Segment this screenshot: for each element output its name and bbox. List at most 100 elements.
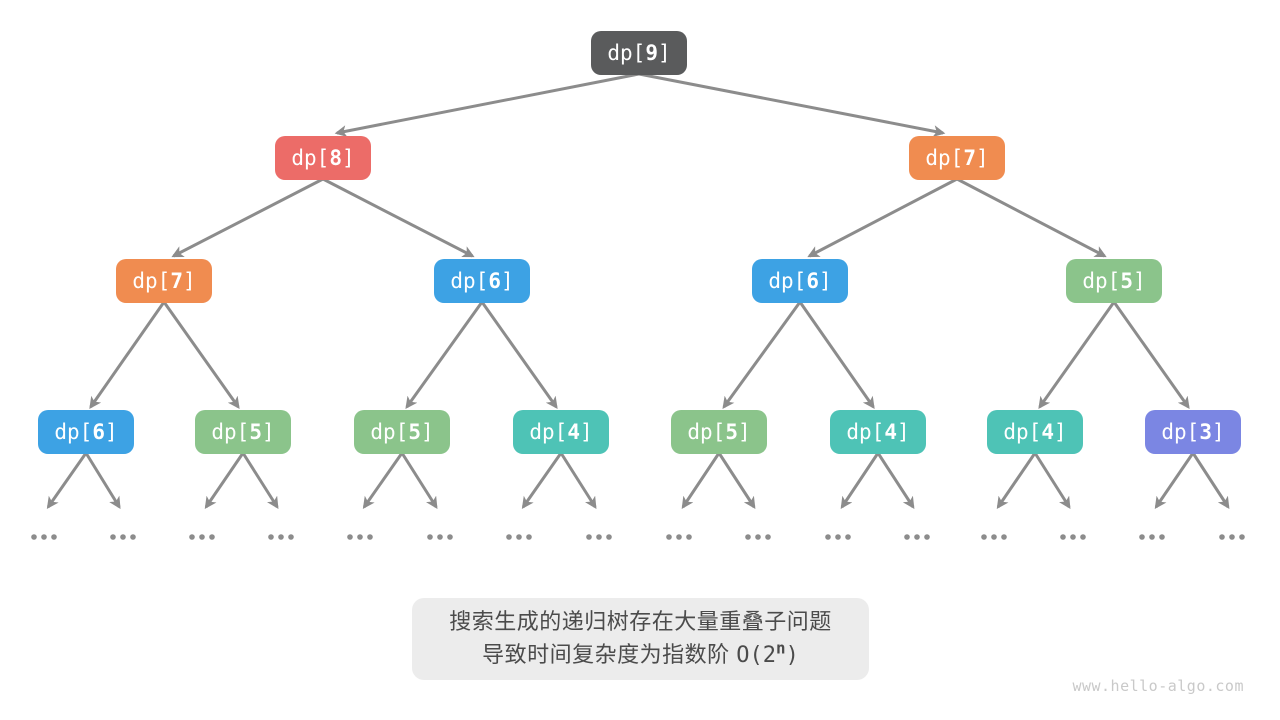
tree-node-label: dp[6] xyxy=(768,269,831,293)
edge-arrow xyxy=(334,72,640,138)
ellipsis xyxy=(586,534,612,540)
tree-node-dp8: dp[8] xyxy=(275,136,371,180)
ellipsis-dot xyxy=(765,534,771,540)
tree-node-dp7: dp[7] xyxy=(116,259,212,303)
edge-arrow xyxy=(638,72,946,138)
ellipsis-dot xyxy=(1219,534,1225,540)
tree-node-dp4: dp[4] xyxy=(987,410,1083,454)
edge-arrow xyxy=(722,301,802,409)
ellipsis-dot xyxy=(367,534,373,540)
ellipsis xyxy=(666,534,692,540)
ellipsis xyxy=(347,534,373,540)
ellipsis-dot xyxy=(606,534,612,540)
edge-arrow xyxy=(322,177,475,258)
ellipsis-dot xyxy=(437,534,443,540)
ellipsis xyxy=(189,534,215,540)
edge-arrow xyxy=(1191,452,1230,510)
edge-arrow xyxy=(717,452,756,510)
caption-line2: 导致时间复杂度为指数阶 O(2n) xyxy=(482,640,799,671)
ellipsis xyxy=(1139,534,1165,540)
ellipsis xyxy=(31,534,57,540)
tree-node-label: dp[9] xyxy=(607,41,670,65)
tree-node-dp4: dp[4] xyxy=(513,410,609,454)
edge-arrow xyxy=(241,452,279,510)
tree-node-box xyxy=(513,410,609,454)
edge-arrow xyxy=(559,452,597,510)
edge-arrow xyxy=(996,452,1037,509)
ellipsis-dot xyxy=(1080,534,1086,540)
tree-node-box xyxy=(1145,410,1241,454)
ellipsis-dot xyxy=(1001,534,1007,540)
watermark: www.hello-algo.com xyxy=(1072,677,1244,695)
ellipsis xyxy=(981,534,1007,540)
tree-node-box xyxy=(752,259,848,303)
ellipsis-dot xyxy=(1149,534,1155,540)
tree-node-dp4: dp[4] xyxy=(830,410,926,454)
ellipsis-dot xyxy=(1139,534,1145,540)
edge-arrow xyxy=(876,452,915,510)
tree-node-label: dp[4] xyxy=(846,420,909,444)
ellipsis-dot xyxy=(526,534,532,540)
ellipsis-dot xyxy=(755,534,761,540)
tree-node-label: dp[8] xyxy=(291,146,354,170)
ellipsis-dot xyxy=(506,534,512,540)
ellipsis-dot xyxy=(268,534,274,540)
tree-node-dp5: dp[5] xyxy=(1066,259,1162,303)
tree-node-box xyxy=(830,410,926,454)
ellipsis-dot xyxy=(41,534,47,540)
tree-node-dp5: dp[5] xyxy=(354,410,450,454)
tree-node-box xyxy=(671,410,767,454)
ellipsis xyxy=(904,534,930,540)
ellipsis-dot xyxy=(924,534,930,540)
ellipsis-dot xyxy=(1229,534,1235,540)
edge-arrow xyxy=(956,177,1107,258)
edge-arrow xyxy=(400,452,438,510)
tree-node-dp6: dp[6] xyxy=(434,259,530,303)
ellipsis xyxy=(506,534,532,540)
tree-node-dp7: dp[7] xyxy=(909,136,1005,180)
edge-arrow xyxy=(1112,301,1190,409)
tree-node-label: dp[6] xyxy=(54,420,117,444)
ellipsis-dot xyxy=(110,534,116,540)
tree-node-label: dp[3] xyxy=(1161,420,1224,444)
ellipsis xyxy=(427,534,453,540)
ellipsis-dot xyxy=(278,534,284,540)
edge-arrow xyxy=(521,452,563,509)
ellipsis-dot xyxy=(120,534,126,540)
tree-node-box xyxy=(195,410,291,454)
ellipsis-dot xyxy=(51,534,57,540)
caption-line1: 搜索生成的递归树存在大量重叠子问题 xyxy=(449,608,832,634)
caption-line2-text: 导致时间复杂度为指数阶 xyxy=(482,641,737,667)
edge-arrow xyxy=(405,301,484,409)
ellipsis-dot xyxy=(835,534,841,540)
tree-node-box xyxy=(909,136,1005,180)
ellipsis-dot xyxy=(904,534,910,540)
edge-arrow xyxy=(362,452,404,509)
tree-node-dp3: dp[3] xyxy=(1145,410,1241,454)
ellipsis xyxy=(825,534,851,540)
ellipsis-dot xyxy=(130,534,136,540)
ellipsis xyxy=(745,534,771,540)
tree-node-box xyxy=(434,259,530,303)
tree-node-box xyxy=(38,410,134,454)
ellipsis-dot xyxy=(1060,534,1066,540)
edge-arrow xyxy=(46,452,88,509)
tree-node-label: dp[5] xyxy=(1082,269,1145,293)
edge-arrow xyxy=(84,452,121,510)
ellipsis-dot xyxy=(209,534,215,540)
tree-node-box xyxy=(1066,259,1162,303)
ellipsis-dot xyxy=(914,534,920,540)
ellipsis-dot xyxy=(825,534,831,540)
formula-close: ) xyxy=(785,642,799,668)
ellipsis xyxy=(268,534,294,540)
edge-arrow xyxy=(204,452,245,509)
ellipsis-dot xyxy=(199,534,205,540)
ellipsis-dot xyxy=(666,534,672,540)
tree-node-box xyxy=(354,410,450,454)
ellipsis-dot xyxy=(516,534,522,540)
tree-node-label: dp[7] xyxy=(925,146,988,170)
edge-arrow xyxy=(171,177,324,258)
edge-arrow xyxy=(1154,452,1195,509)
